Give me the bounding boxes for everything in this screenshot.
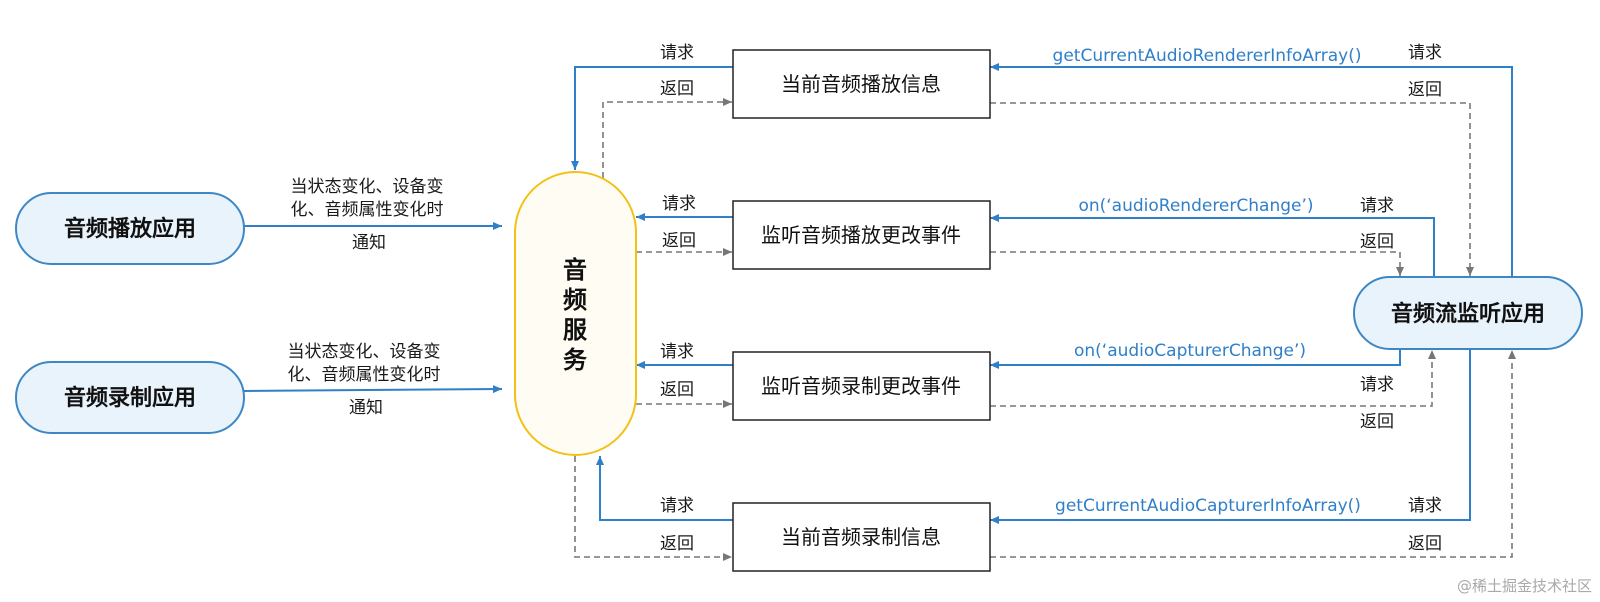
recorder-notify-label-line2: 化、音频属性变化时 (288, 365, 441, 385)
capture-info-request-arrow (596, 456, 733, 521)
render-info-box (732, 49, 991, 119)
player-app-node (15, 192, 245, 265)
capture-change-box (732, 351, 991, 421)
player-app-label: 音频播放应用 (64, 216, 196, 242)
get-renderer-request-arrow (990, 63, 1513, 281)
get-renderer-return-label: 返回 (1408, 80, 1442, 100)
render-change-return-label: 返回 (662, 231, 696, 251)
audio-service-node (514, 171, 637, 456)
render-info-request-label: 请求 (660, 43, 694, 63)
get-capturer-return-label: 返回 (1408, 534, 1442, 554)
render-change-box (732, 200, 991, 270)
on-capturer-request-label: 请求 (1360, 375, 1394, 395)
get-renderer-request-label: 请求 (1408, 43, 1442, 63)
get-capturer-request-label: 请求 (1408, 496, 1442, 516)
get-renderer-return-arrow (990, 102, 1474, 276)
on-renderer-request-label: 请求 (1360, 196, 1394, 216)
recorder-app-label: 音频录制应用 (64, 385, 196, 411)
on-renderer-request-arrow (990, 214, 1435, 276)
monitor-app-label: 音频流监听应用 (1391, 301, 1545, 327)
get-capturer-api: getCurrentAudioCapturerInfoArray() (1055, 496, 1361, 516)
on-renderer-return-arrow (990, 251, 1404, 276)
capture-change-request-label: 请求 (660, 342, 694, 362)
get-capturer-request-arrow (990, 350, 1471, 524)
watermark: @稀土掘金技术社区 (1457, 577, 1592, 595)
render-change-label: 监听音频播放更改事件 (761, 223, 961, 247)
render-info-label: 当前音频播放信息 (781, 72, 941, 96)
on-capturer-api: on(‘audioCapturerChange’) (1074, 341, 1306, 361)
capture-info-return-arrow (574, 456, 732, 561)
capture-info-box (732, 502, 991, 572)
on-capturer-request-arrow (990, 348, 1401, 369)
on-renderer-api: on(‘audioRendererChange’) (1078, 196, 1313, 216)
on-capturer-return-label: 返回 (1360, 412, 1394, 432)
capture-info-return-label: 返回 (660, 534, 694, 554)
get-capturer-return-arrow (990, 350, 1516, 558)
recorder-notify-label-line1: 当状态变化、设备变 (288, 342, 441, 362)
player-notify-label-line1: 当状态变化、设备变 (291, 177, 444, 197)
on-renderer-return-label: 返回 (1360, 232, 1394, 252)
render-change-request-label: 请求 (662, 194, 696, 214)
player-notify-label-line2: 化、音频属性变化时 (291, 200, 444, 220)
recorder-app-node (15, 361, 245, 434)
recorder-notify-label: 通知 (349, 398, 383, 418)
render-info-return-arrow (602, 98, 732, 178)
audio-service-label-char-4: 务 (563, 346, 588, 374)
render-info-return-label: 返回 (660, 79, 694, 99)
capture-change-return-label: 返回 (660, 380, 694, 400)
on-capturer-return-arrow (990, 350, 1436, 407)
player-notify-label: 通知 (352, 233, 386, 253)
audio-service-label-char-3: 服 (563, 316, 588, 344)
get-renderer-api: getCurrentAudioRendererInfoArray() (1053, 46, 1362, 66)
audio-service-label-char-2: 频 (563, 286, 587, 314)
capture-info-request-label: 请求 (660, 496, 694, 516)
render-info-request-arrow (571, 66, 733, 170)
capture-info-label: 当前音频录制信息 (781, 525, 941, 549)
capture-change-label: 监听音频录制更改事件 (761, 374, 961, 398)
monitor-app-node (1353, 276, 1583, 350)
audio-service-label-char-1: 音 (563, 256, 587, 284)
recorder-notify-arrow (241, 385, 503, 394)
